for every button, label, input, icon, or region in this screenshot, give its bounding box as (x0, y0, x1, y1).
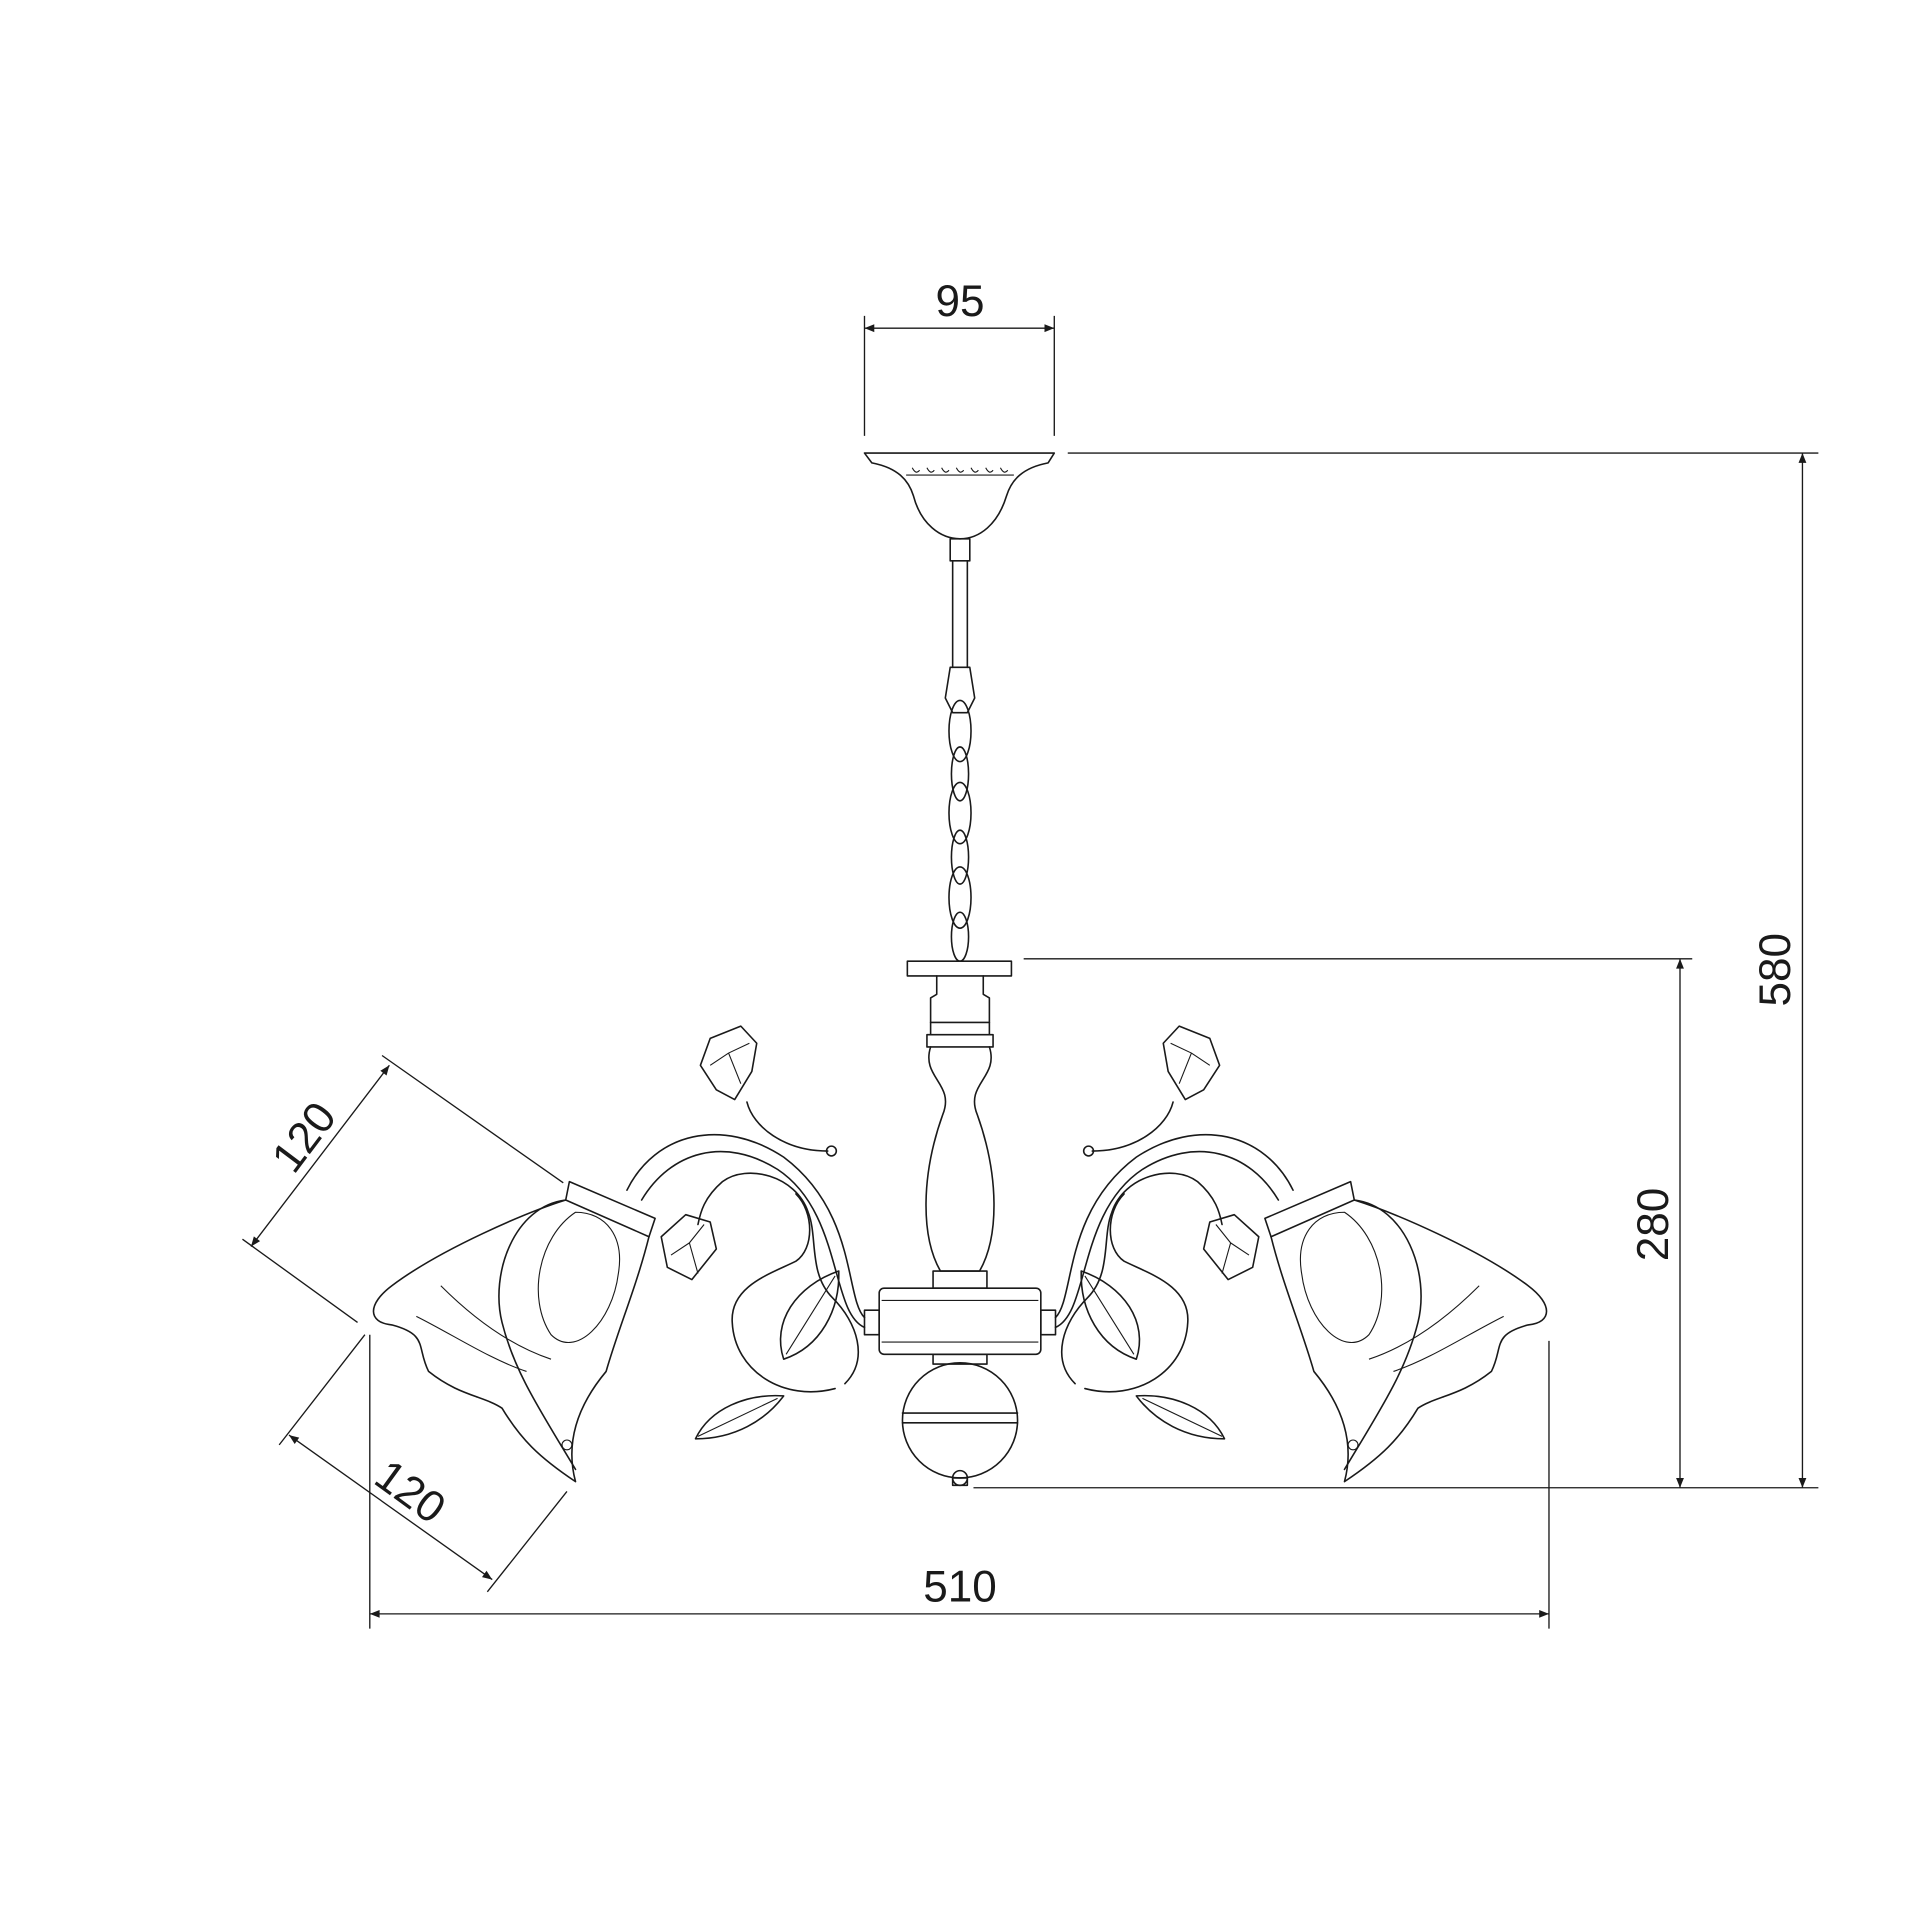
dimension-label-580: 580 (1751, 933, 1800, 1007)
dimension-shade-width: 120 (278, 1334, 568, 1593)
dimension-canopy-width: 95 (863, 277, 1055, 436)
dimension-label-510: 510 (923, 1563, 997, 1612)
dimension-shade-height: 120 (242, 1054, 564, 1323)
central-column (863, 960, 1057, 1487)
dimension-label-95: 95 (935, 277, 984, 326)
ceiling-canopy (863, 452, 1056, 540)
suspension-chain (944, 537, 976, 963)
right-arm-assembly (1054, 1025, 1548, 1483)
left-arm-assembly (372, 1025, 866, 1483)
dimension-label-280: 280 (1629, 1188, 1678, 1262)
dimension-label-120-lower: 120 (366, 1451, 454, 1534)
dimension-body-height: 280 (1023, 958, 1693, 1488)
dimension-total-height: 580 (973, 452, 1819, 1489)
dimension-label-120-upper: 120 (263, 1093, 346, 1181)
dimension-overall-width: 510 (369, 1334, 1550, 1629)
